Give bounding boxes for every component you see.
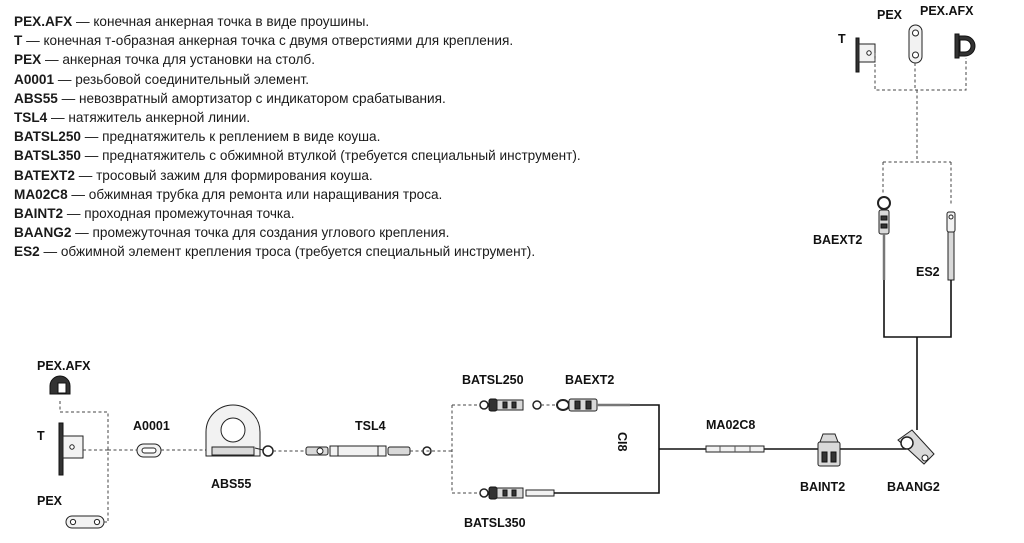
a0001-part (136, 443, 162, 458)
legend-text: — натяжитель анкерной линии. (47, 110, 251, 126)
legend-code: BAANG2 (14, 225, 72, 241)
label-cable: CI8 (615, 432, 629, 452)
legend-item: A0001 — резьбовой соединительный элемент… (14, 70, 804, 89)
legend-item: BATSL250 — преднатяжитель к реплением в … (14, 127, 804, 146)
legend-text: — промежуточная точка для создания углов… (71, 225, 450, 241)
label-baang2: BAANG2 (887, 480, 940, 494)
legend-code: BATSL350 (14, 148, 81, 164)
legend-item: BATEXT2 — тросовый зажим для формировани… (14, 166, 804, 185)
legend-text: — обжимной элемент крепления троса (треб… (39, 244, 536, 260)
legend-item: PEX — анкерная точка для установки на ст… (14, 50, 804, 69)
legend-text: — анкерная точка для установки на столб. (41, 52, 315, 68)
legend-item: BAANG2 — промежуточная точка для создани… (14, 223, 804, 242)
legend-item: TSL4 — натяжитель анкерной линии. (14, 108, 804, 127)
legend-item: MA02C8 — обжимная трубка для ремонта или… (14, 185, 804, 204)
label-batsl350: BATSL350 (464, 516, 526, 530)
left-pex-anchor (65, 515, 105, 529)
top-t-anchor (855, 37, 876, 73)
legend-text: — преднатяжитель к реплением в виде коуш… (80, 129, 381, 145)
label-baext2-mid: BAEXT2 (565, 373, 614, 387)
legend-text: — тросовый зажим для формирования коуша. (74, 167, 373, 183)
legend-text: — конечная т-образная анкерная точка с д… (22, 33, 514, 49)
abs55-part (205, 404, 274, 457)
label-batsl250: BATSL250 (462, 373, 524, 387)
label-top-t: T (838, 32, 846, 46)
label-es2: ES2 (916, 265, 940, 279)
legend-code: BATEXT2 (14, 167, 75, 183)
legend-text: — невозвратный амортизатор с индикатором… (57, 90, 446, 106)
label-tsl4: TSL4 (355, 419, 386, 433)
legend-item: ABS55 — невозвратный амортизатор с индик… (14, 89, 804, 108)
label-baext2-right: BAEXT2 (813, 233, 862, 247)
label-baint2: BAINT2 (800, 480, 845, 494)
baint2-part (817, 433, 841, 467)
label-top-pexafx: PEX.AFX (920, 4, 974, 18)
label-abs55: ABS55 (211, 477, 251, 491)
label-top-pex: PEX (877, 8, 903, 22)
legend-text: — проходная промежуточная точка. (63, 206, 295, 222)
label-left-t: T (37, 429, 45, 443)
top-pexafx-anchor (954, 33, 976, 59)
legend-item: ES2 — обжимной элемент крепления троса (… (14, 242, 804, 261)
legend-code: PEX.AFX (14, 14, 73, 29)
legend-code: ES2 (14, 244, 40, 260)
legend-code: BATSL250 (14, 129, 81, 145)
legend-code: MA02C8 (14, 186, 68, 202)
legend-code: T (14, 33, 23, 49)
legend-text: — преднатяжитель с обжимной втулкой (тре… (80, 148, 581, 164)
baang2-part (897, 429, 935, 465)
legend-list: PEX.AFX — конечная анкерная точка в виде… (14, 12, 804, 262)
legend-text: — резьбовой соединительный элемент. (54, 71, 309, 87)
baext2-mid-part (556, 398, 630, 412)
ma02c8-part (705, 445, 765, 453)
label-left-pexafx: PEX.AFX (37, 359, 91, 373)
legend-code: A0001 (14, 71, 55, 87)
legend-code: PEX (14, 52, 42, 68)
top-pex-anchor (908, 24, 923, 64)
batsl350-part (479, 486, 555, 500)
legend-item: BATSL350 — преднатяжитель с обжимной вту… (14, 146, 804, 165)
left-pexafx-anchor (49, 375, 71, 395)
label-left-pex: PEX (37, 494, 63, 508)
legend-item: BAINT2 — проходная промежуточная точка. (14, 204, 804, 223)
left-t-anchor (58, 422, 84, 476)
legend-item: T — конечная т-образная анкерная точка с… (14, 31, 804, 50)
legend-code: BAINT2 (14, 206, 64, 222)
es2-part (946, 211, 956, 281)
batsl250-part (479, 398, 542, 412)
legend-item: PEX.AFX — конечная анкерная точка в виде… (14, 12, 804, 31)
legend-code: ABS55 (14, 90, 58, 106)
legend-text: — конечная анкерная точка в виде проушин… (72, 14, 370, 29)
baext2-right-part (877, 196, 891, 280)
label-ma02c8: MA02C8 (706, 418, 755, 432)
label-a0001: A0001 (133, 419, 170, 433)
legend-text: — обжимная трубка для ремонта или наращи… (67, 186, 443, 202)
legend-code: TSL4 (14, 110, 48, 126)
